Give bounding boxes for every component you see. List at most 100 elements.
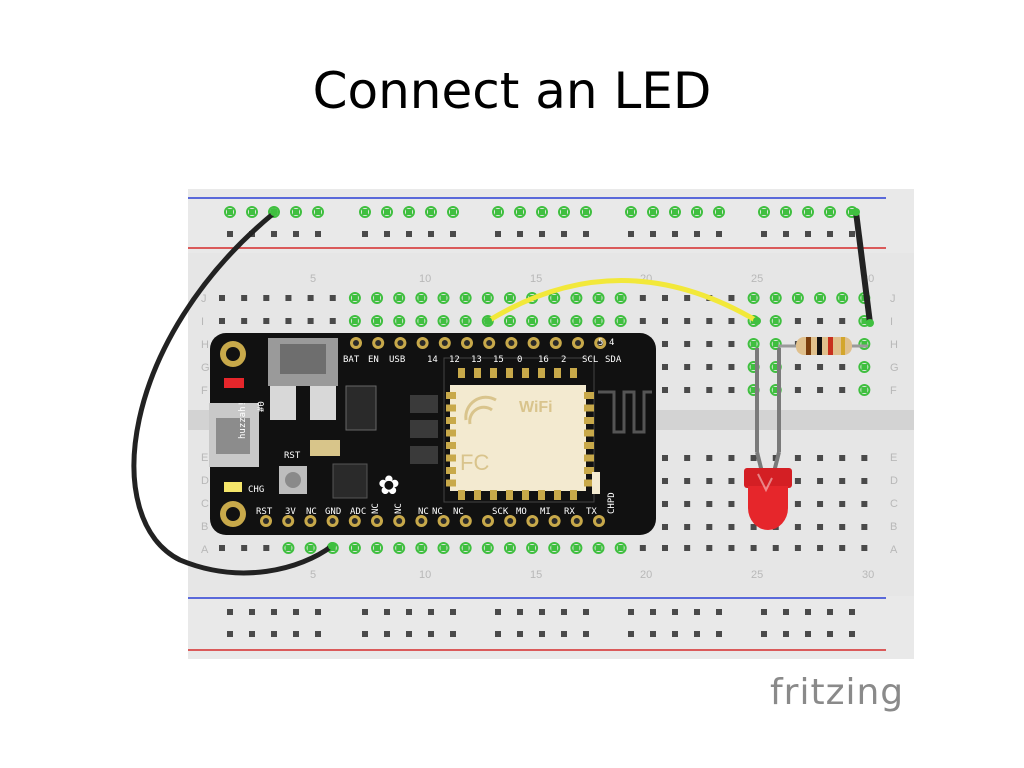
breadboard-hole bbox=[219, 318, 225, 324]
breadboard-hole bbox=[329, 295, 336, 301]
breadboard-hole bbox=[817, 295, 824, 301]
breadboard-hole bbox=[794, 364, 801, 370]
breadboard-hole bbox=[849, 231, 855, 237]
breadboard-hole bbox=[462, 318, 469, 324]
breadboard-hole bbox=[772, 341, 779, 347]
row-letter: G bbox=[890, 362, 899, 374]
breadboard-hole bbox=[517, 231, 523, 237]
row-letter: B bbox=[890, 521, 897, 533]
header-pin-hole bbox=[418, 518, 425, 524]
pin-label: 16 bbox=[538, 355, 549, 365]
breadboard-hole bbox=[495, 209, 501, 215]
pin-label: NC bbox=[453, 507, 464, 517]
pin-label: 3V bbox=[285, 507, 296, 517]
breadboard-hole bbox=[772, 318, 779, 324]
black-wire-gnd bbox=[131, 211, 334, 576]
breadboard-hole bbox=[418, 545, 425, 551]
row-letter: A bbox=[890, 544, 898, 556]
breadboard-hole bbox=[384, 231, 390, 237]
row-letter: D bbox=[890, 475, 898, 487]
breadboard-hole bbox=[728, 318, 735, 324]
pin-label: 14 bbox=[427, 355, 438, 365]
breadboard-hole bbox=[271, 231, 277, 237]
breadboard-hole bbox=[728, 364, 735, 370]
breadboard-hole bbox=[750, 455, 757, 461]
breadboard-hole bbox=[573, 318, 580, 324]
breadboard-hole bbox=[539, 231, 545, 237]
active-hole-ring bbox=[371, 315, 384, 327]
breadboard-hole bbox=[706, 524, 713, 530]
column-number: 10 bbox=[419, 569, 431, 581]
header-pin-hole bbox=[552, 340, 559, 346]
active-hole-ring bbox=[312, 206, 324, 218]
active-hole-ring bbox=[503, 292, 516, 304]
breadboard-hole bbox=[362, 609, 368, 615]
breadboard-hole bbox=[772, 545, 779, 551]
active-hole-ring bbox=[393, 292, 406, 304]
breadboard-hole bbox=[750, 364, 757, 370]
row-letter: F bbox=[890, 385, 897, 397]
pin-label: 4 bbox=[609, 338, 614, 348]
breadboard-hole bbox=[374, 318, 381, 324]
active-hole-ring bbox=[747, 292, 760, 304]
breadboard-hole bbox=[761, 609, 767, 615]
header-pin-hole bbox=[307, 518, 314, 524]
breadboard-hole bbox=[551, 295, 558, 301]
active-hole-ring bbox=[858, 384, 871, 396]
breadboard-hole bbox=[750, 341, 757, 347]
header-pin-hole bbox=[575, 340, 581, 346]
breadboard-hole bbox=[861, 524, 868, 530]
breadboard-hole bbox=[684, 455, 691, 461]
active-hole-ring bbox=[614, 315, 627, 327]
breadboard-hole bbox=[750, 545, 757, 551]
breadboard-hole bbox=[307, 295, 314, 301]
breadboard-hole bbox=[617, 318, 624, 324]
active-hole-ring bbox=[415, 292, 428, 304]
module-pads bbox=[446, 368, 594, 500]
breadboard-hole bbox=[684, 295, 691, 301]
breadboard-hole bbox=[462, 295, 469, 301]
breadboard-hole bbox=[861, 364, 868, 370]
pin-label: RST bbox=[284, 451, 301, 461]
active-hole-ring bbox=[415, 315, 428, 327]
active-hole-ring bbox=[536, 206, 548, 218]
breadboard-hole bbox=[728, 524, 735, 530]
breadboard-hole bbox=[650, 209, 656, 215]
breadboard-hole bbox=[728, 455, 735, 461]
breadboard-hole bbox=[583, 209, 589, 215]
active-hole-ring bbox=[492, 206, 504, 218]
breadboard-hole bbox=[817, 318, 824, 324]
breadboard-hole bbox=[285, 295, 292, 301]
breadboard-hole bbox=[839, 318, 846, 324]
breadboard-hole bbox=[750, 295, 757, 301]
active-hole-ring bbox=[758, 206, 770, 218]
active-hole-ring bbox=[747, 338, 760, 350]
breadboard-hole bbox=[396, 295, 403, 301]
active-hole-ring bbox=[691, 206, 703, 218]
breadboard-hole bbox=[484, 295, 491, 301]
breadboard-hole bbox=[706, 545, 713, 551]
active-hole-ring bbox=[802, 206, 814, 218]
module-pad bbox=[446, 417, 456, 424]
active-hole-ring bbox=[425, 206, 437, 218]
breadboard-hole bbox=[817, 545, 824, 551]
row-letter: J bbox=[201, 293, 207, 305]
active-hole-ring bbox=[503, 542, 516, 554]
breadboard-hole bbox=[418, 318, 425, 324]
pin-label: GND bbox=[325, 507, 341, 517]
breadboard-hole bbox=[684, 318, 691, 324]
red-led-chip bbox=[224, 378, 244, 388]
breadboard-hole bbox=[450, 231, 456, 237]
row-letter: B bbox=[201, 521, 208, 533]
breadboard-hole bbox=[839, 295, 846, 301]
row-letter: J bbox=[890, 293, 896, 305]
active-hole-ring bbox=[348, 315, 361, 327]
module-pad bbox=[446, 404, 456, 412]
header-pin-hole bbox=[329, 518, 336, 524]
header-pin-hole bbox=[529, 518, 536, 524]
breadboard-hole bbox=[728, 501, 735, 507]
breadboard-hole bbox=[662, 455, 668, 461]
header-pin-hole bbox=[596, 518, 602, 524]
active-hole-ring bbox=[570, 542, 583, 554]
